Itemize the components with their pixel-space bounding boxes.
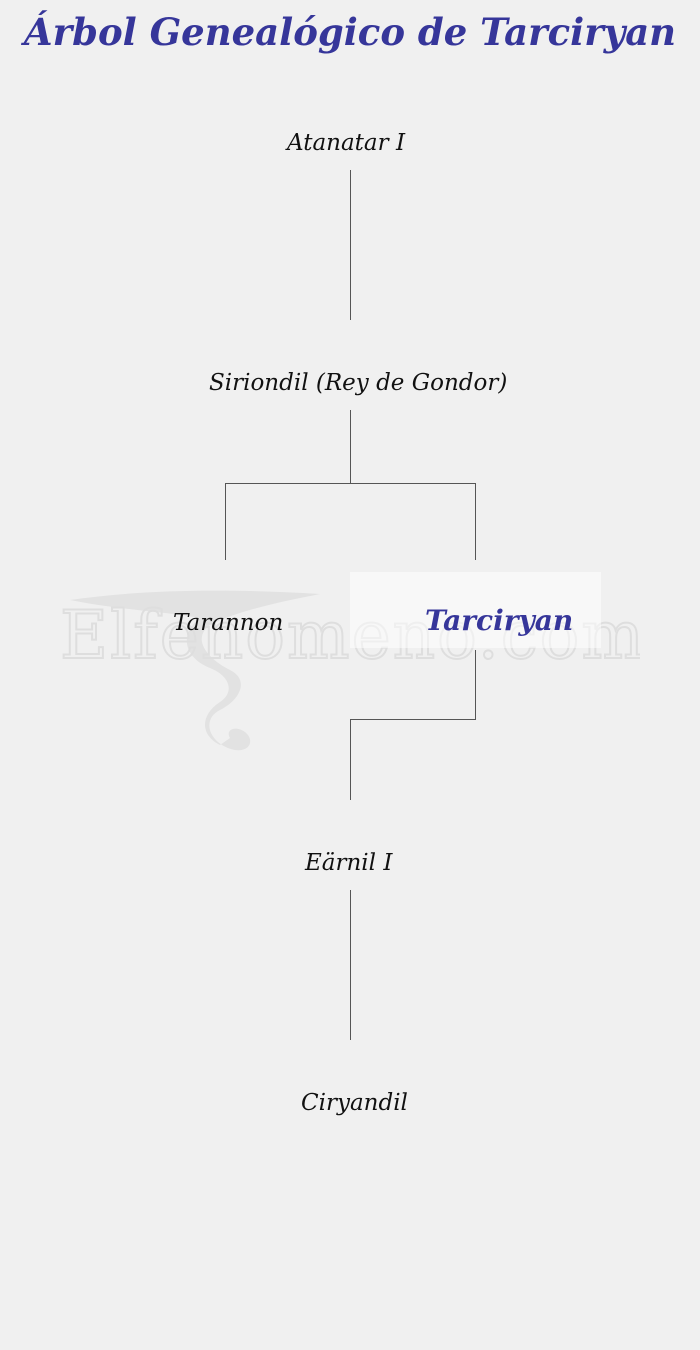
person-tarannon: Tarannon <box>173 610 284 636</box>
person-earnil: Eärnil I <box>305 850 393 876</box>
person-ciryandil: Ciryandil <box>301 1090 408 1116</box>
connector-siriondil-children <box>225 483 476 560</box>
person-atanatar: Atanatar I <box>287 130 406 156</box>
connector-tarciryan-earnil <box>350 650 476 800</box>
page-title: Árbol Genealógico de Tarciryan <box>23 10 677 54</box>
dragon-shape <box>70 590 320 751</box>
person-tarciryan: Tarciryan <box>425 604 574 637</box>
person-siriondil: Siriondil (Rey de Gondor) <box>209 370 508 396</box>
highlight-box <box>350 572 601 648</box>
